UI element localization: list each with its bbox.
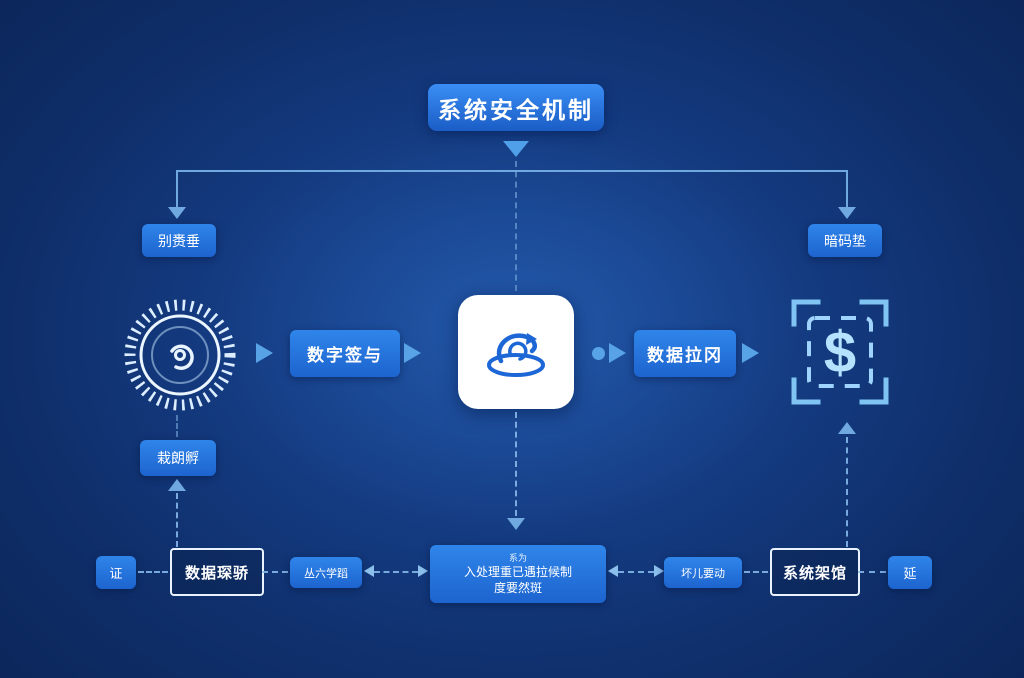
branch-label-right: 暗码垫 xyxy=(808,224,882,257)
page-title: 系统安全机制 xyxy=(438,96,594,123)
connector-gear-to-sidebox xyxy=(176,415,178,437)
bottom-far-right-label: 延 xyxy=(903,566,917,581)
connector-right-loop xyxy=(846,437,848,547)
side-left-label: 栽朗孵 xyxy=(157,450,199,466)
security-swirl-icon xyxy=(487,333,545,377)
bottom-box1-label: 数据琛骄 xyxy=(184,564,249,582)
arrow-down-icon xyxy=(503,141,529,157)
arrow-right-icon xyxy=(404,343,421,363)
connector-center-top-dashed xyxy=(515,161,517,291)
connector-top-horizontal xyxy=(177,170,848,172)
connector-bottom-3 xyxy=(374,571,418,573)
bottom-box4: 系统架馆 xyxy=(770,548,860,596)
arrow-down-icon xyxy=(168,207,186,219)
sun-gear-icon xyxy=(122,297,238,413)
side-left-box: 栽朗孵 xyxy=(140,440,216,476)
bottom-box1: 数据琛骄 xyxy=(170,548,264,596)
branch-label-left: 别赉垂 xyxy=(142,224,216,257)
arrow-left-icon xyxy=(608,565,618,577)
bottom-box3: 坏儿要动 xyxy=(664,557,742,588)
arrow-right-icon xyxy=(418,565,428,577)
title-box: 系统安全机制 xyxy=(428,84,604,131)
arrow-right-icon xyxy=(256,343,273,363)
flow-step2-box: 数据拉冈 xyxy=(634,330,736,377)
branch-label-right-text: 暗码垫 xyxy=(824,232,866,249)
connector-right-stub xyxy=(846,170,848,208)
arrow-right-icon xyxy=(742,343,759,363)
dollar-frame-icon: $ xyxy=(786,292,894,412)
arrow-down-icon xyxy=(507,518,525,530)
arrow-left-icon xyxy=(364,565,374,577)
bottom-center-top-label: 系为 xyxy=(508,552,527,563)
bottom-center-line1: 入处理重已遇拉候制 xyxy=(463,564,572,579)
flow-step1-box: 数字签与 xyxy=(290,330,400,377)
arrow-up-icon xyxy=(168,479,186,491)
security-core-card xyxy=(458,295,574,409)
flow-step2-label: 数据拉冈 xyxy=(647,346,723,365)
bottom-box2: 丛六学蹈 xyxy=(290,557,362,588)
connector-bottom-4 xyxy=(618,571,654,573)
connector-center-down xyxy=(515,412,517,516)
arrow-right-icon xyxy=(609,343,626,363)
bottom-far-left-box: 证 xyxy=(96,556,136,589)
branch-label-left-text: 别赉垂 xyxy=(158,232,200,249)
arrow-up-icon xyxy=(838,422,856,434)
connector-left-loop xyxy=(176,493,178,547)
bottom-center-box: 系为 入处理重已遇拉候制 度要然斑 xyxy=(430,545,606,603)
dollar-symbol: $ xyxy=(824,320,856,385)
arrow-down-icon xyxy=(838,207,856,219)
bottom-box2-label: 丛六学蹈 xyxy=(304,567,348,580)
arrow-right-icon xyxy=(654,565,664,577)
bottom-far-left-label: 证 xyxy=(109,566,123,581)
flow-step1-label: 数字签与 xyxy=(307,346,383,365)
connector-bottom-2 xyxy=(262,571,288,573)
connector-bottom-5 xyxy=(744,571,768,573)
connector-bottom-1 xyxy=(138,571,168,573)
bottom-box4-label: 系统架馆 xyxy=(782,564,847,582)
bottom-center-line2: 度要然斑 xyxy=(493,581,542,596)
connector-left-stub xyxy=(176,170,178,208)
bottom-far-right-box: 延 xyxy=(888,556,932,589)
bottom-box3-label: 坏儿要动 xyxy=(681,567,725,580)
connector-dot xyxy=(592,347,605,360)
connector-bottom-6 xyxy=(858,571,886,573)
